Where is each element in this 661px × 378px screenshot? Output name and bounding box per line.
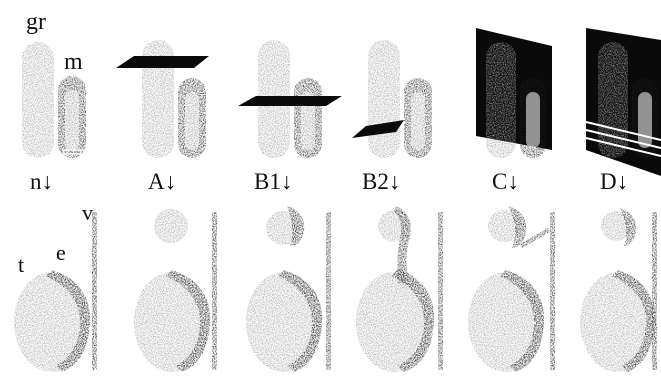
label-v: v [82,202,93,224]
down-arrow-icon: ↓ [42,169,54,194]
grana-stack [22,42,54,158]
panel-B2-top [352,40,432,158]
panel-B1-bottom [246,206,331,372]
panel-A-bottom [134,209,217,372]
panel-label-text: B1 [254,169,281,194]
mitochondrion-inner [185,92,199,150]
panel-label-A: A↓ [148,170,176,193]
section-profile [154,209,188,243]
panel-label-text: n [30,169,42,194]
down-arrow-icon: ↓ [389,169,401,194]
panel-label-D: D↓ [600,170,628,193]
panel-label-B1: B1↓ [254,170,292,193]
section-plane [238,96,342,106]
down-arrow-icon: ↓ [165,169,177,194]
vacuole-wall [438,212,443,370]
down-arrow-icon: ↓ [617,169,629,194]
grana-stack [368,40,400,158]
panel-label-n: n↓ [30,170,53,193]
label-gr: gr [26,10,46,34]
panel-B2-bottom [356,206,443,372]
vacuole-wall [326,212,331,370]
mitochondrion-inner [411,92,425,150]
panel-label-C: C↓ [492,170,519,193]
panel-D-top [586,28,661,176]
panel-C-top [476,28,552,158]
down-arrow-icon: ↓ [281,169,293,194]
panel-label-text: A [148,169,165,194]
vacuole-wall [550,212,555,370]
grana-stack [598,42,628,158]
label-t: t [18,254,24,276]
label-e: e [56,242,66,264]
section-plane [116,56,209,68]
mitochondrion-inner [638,92,652,148]
label-m: m [64,50,83,74]
panel-label-text: C [492,169,507,194]
panel-n-bottom [14,212,97,372]
down-arrow-icon: ↓ [507,169,519,194]
panel-D-bottom [580,208,657,372]
panel-B1-top [238,40,342,158]
panel-C-bottom [468,206,555,372]
mitochondrion-inner [65,90,79,150]
grana-stack [486,42,516,158]
panel-label-text: B2 [362,169,389,194]
mitochondrion-inner [526,92,540,148]
panel-A-top [116,40,209,158]
vacuole-wall [92,212,97,370]
vacuole-wall [212,212,217,370]
panel-label-text: D [600,169,617,194]
vacuole-wall [652,212,657,370]
panel-label-B2: B2↓ [362,170,400,193]
